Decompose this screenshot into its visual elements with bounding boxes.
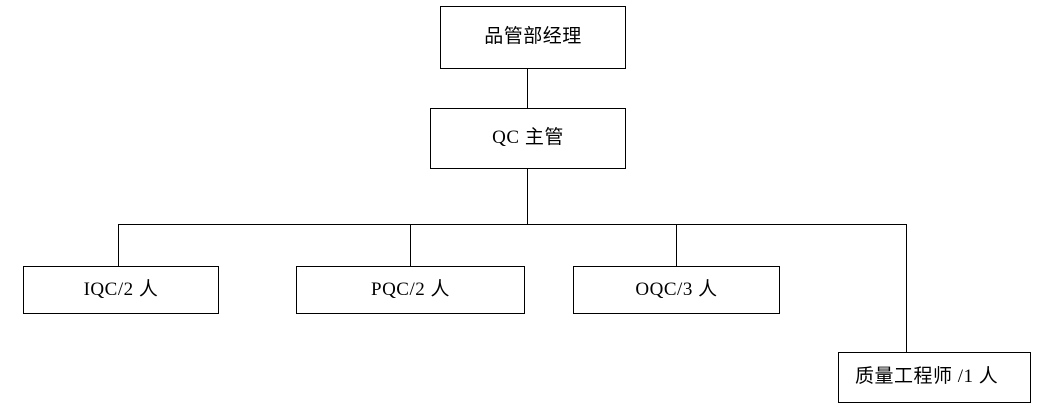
connector-bus-to-iqc bbox=[118, 224, 119, 266]
node-iqc[interactable]: IQC/2 人 bbox=[23, 266, 219, 314]
node-oqc[interactable]: OQC/3 人 bbox=[573, 266, 780, 314]
connector-bus-to-quality-engineer bbox=[906, 224, 907, 352]
connector-manager-to-supervisor bbox=[527, 68, 528, 109]
node-label-qc-supervisor: QC 主管 bbox=[492, 127, 564, 149]
node-qc-supervisor[interactable]: QC 主管 bbox=[430, 108, 626, 169]
node-label-qa-manager: 品管部经理 bbox=[484, 26, 582, 48]
connector-bus-to-pqc bbox=[410, 224, 411, 266]
node-qa-manager[interactable]: 品管部经理 bbox=[440, 6, 626, 69]
node-label-pqc: PQC/2 人 bbox=[371, 278, 450, 300]
node-label-quality-engineer: 质量工程师 /1 人 bbox=[855, 366, 999, 388]
connector-supervisor-stem bbox=[527, 168, 528, 225]
node-pqc[interactable]: PQC/2 人 bbox=[296, 266, 525, 314]
connector-distribution-bus bbox=[118, 224, 907, 225]
node-label-oqc: OQC/3 人 bbox=[635, 278, 718, 300]
node-quality-engineer[interactable]: 质量工程师 /1 人 bbox=[838, 352, 1031, 403]
node-label-iqc: IQC/2 人 bbox=[83, 278, 159, 300]
connector-bus-to-oqc bbox=[676, 224, 677, 266]
